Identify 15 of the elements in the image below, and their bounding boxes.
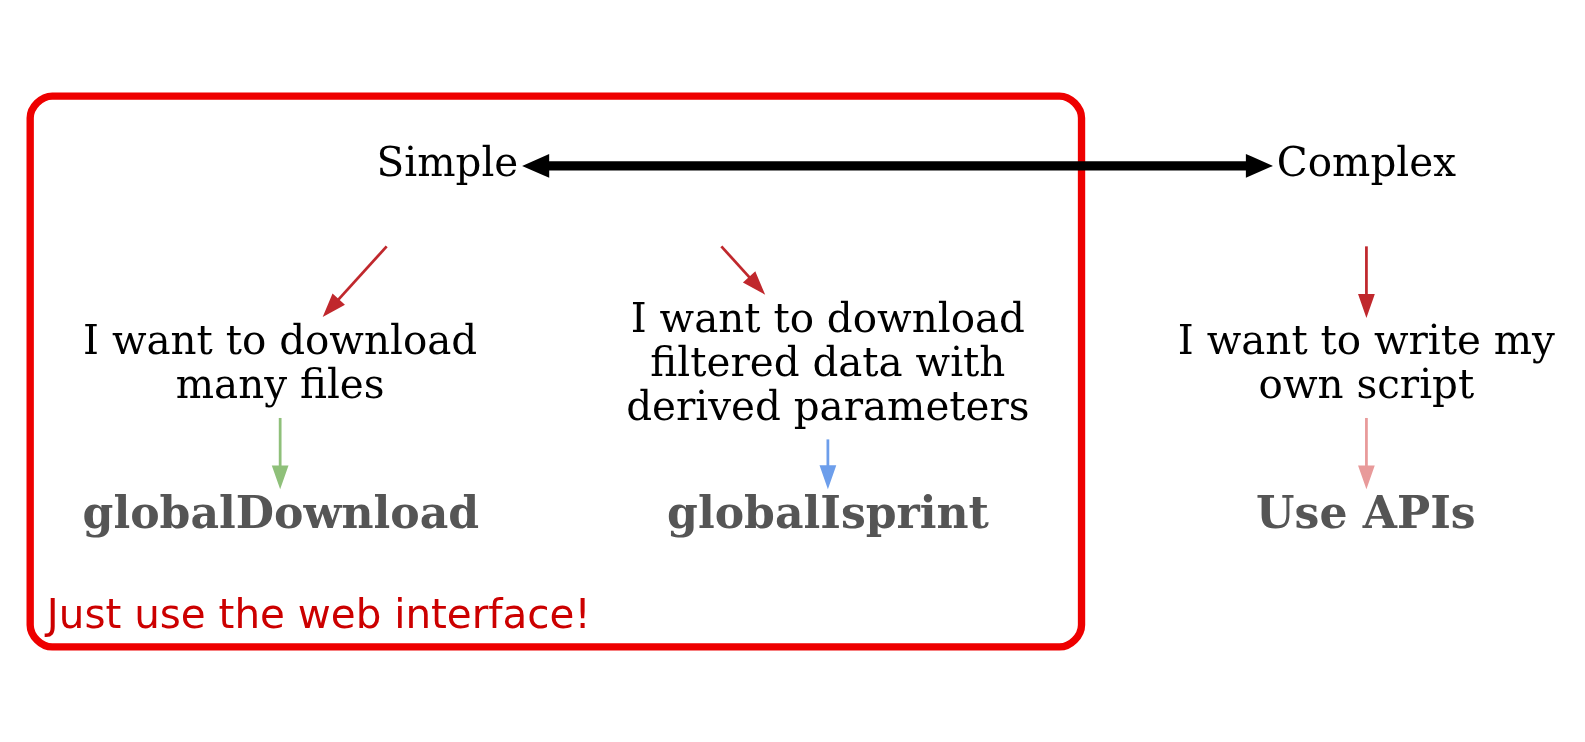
node-text: globalIsprint [667, 486, 990, 538]
arrow [1358, 417, 1375, 489]
node-text: Use APIs [1256, 486, 1476, 538]
arrow [271, 417, 289, 489]
arrow [819, 438, 837, 489]
arrow [1358, 245, 1375, 318]
arrow [522, 153, 1273, 178]
node-text: Complex [1276, 137, 1456, 186]
node-text: Simple [376, 137, 519, 186]
node-text: globalDownload [82, 486, 480, 538]
arrow [720, 244, 766, 295]
node-text: I want to download filtered data with derived parameters [626, 293, 1030, 430]
arrow [322, 244, 388, 317]
node-text: I want to download many files [83, 315, 478, 408]
node-text: I want to write my own script [1177, 315, 1555, 408]
